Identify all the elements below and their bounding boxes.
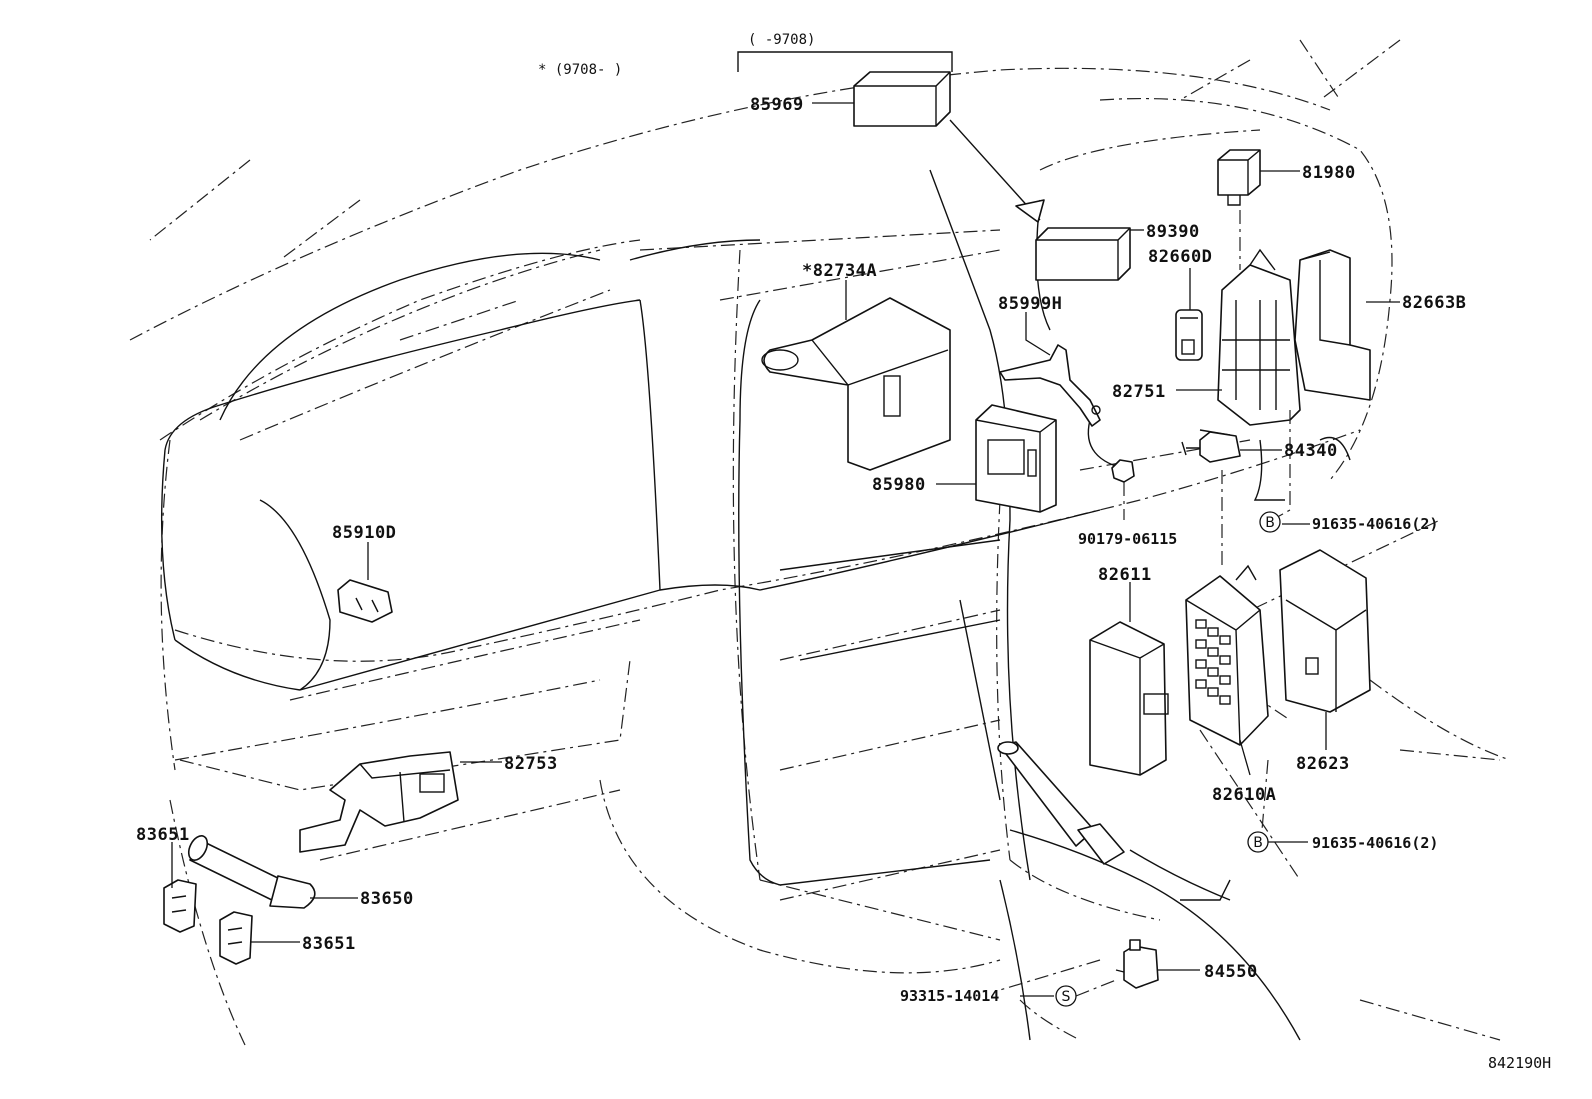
part-82663B-cover bbox=[1294, 249, 1371, 401]
label-85999H: 85999H bbox=[998, 294, 1062, 314]
part-90179-nut bbox=[1111, 459, 1135, 520]
part-83651-clip-lower bbox=[219, 911, 253, 965]
part-84340-switch bbox=[1181, 431, 1241, 463]
bolt-mark-lower-text: B bbox=[1253, 835, 1263, 851]
label-85910D: 85910D bbox=[332, 523, 396, 543]
part-84550-switch bbox=[1115, 939, 1159, 989]
label-84550: 84550 bbox=[1204, 962, 1258, 982]
label-82610A: 82610A bbox=[1212, 785, 1276, 805]
label-82611: 82611 bbox=[1098, 565, 1152, 585]
part-82734A-ecu bbox=[761, 297, 951, 471]
part-83650-tube bbox=[187, 835, 316, 909]
label-81980: 81980 bbox=[1302, 163, 1356, 183]
part-85999H-bracket bbox=[999, 344, 1101, 427]
screw-mark-text: S bbox=[1062, 989, 1071, 1005]
shift-lever bbox=[997, 741, 1125, 865]
label-91635-lower: 91635-40616(2) bbox=[1312, 834, 1438, 852]
part-82623-cover bbox=[1279, 549, 1371, 713]
part-89390-relay bbox=[1035, 227, 1131, 281]
part-labels: 85969 81980 89390 82660D *82734A 85999H … bbox=[136, 95, 1466, 1005]
part-81980-relay bbox=[1217, 149, 1261, 270]
label-83650: 83650 bbox=[360, 889, 414, 909]
label-82660D: 82660D bbox=[1148, 247, 1212, 267]
label-82751: 82751 bbox=[1112, 382, 1166, 402]
label-85980: 85980 bbox=[872, 475, 926, 495]
part-85980-module bbox=[975, 404, 1057, 513]
screw-mark: S bbox=[1055, 985, 1077, 1007]
label-90179: 90179-06115 bbox=[1078, 530, 1177, 548]
label-83651-upper: 83651 bbox=[136, 825, 190, 845]
part-82753-holder bbox=[299, 751, 459, 853]
label-89390: 89390 bbox=[1146, 222, 1200, 242]
header-bracket: ( -9708) bbox=[737, 32, 953, 72]
bolt-mark-upper-text: B bbox=[1265, 515, 1275, 531]
part-83651-clip-upper bbox=[163, 879, 197, 933]
leader-lines bbox=[171, 102, 1400, 997]
part-82751-bracket bbox=[1217, 248, 1301, 426]
header-range: ( -9708) bbox=[748, 32, 815, 48]
label-84340: 84340 bbox=[1284, 441, 1338, 461]
label-93315: 93315-14014 bbox=[900, 987, 999, 1005]
label-83651-lower: 83651 bbox=[302, 934, 356, 954]
bolt-mark-upper: B bbox=[1259, 511, 1281, 533]
label-82663B: 82663B bbox=[1402, 293, 1466, 313]
part-85969-relay bbox=[853, 71, 1045, 223]
dashboard-outline bbox=[129, 39, 1511, 1046]
part-82610A-junction-block bbox=[1185, 470, 1269, 746]
bolt-mark-lower: B bbox=[1247, 831, 1269, 853]
panel-contours bbox=[160, 169, 1351, 1041]
part-82660D-connector bbox=[1175, 309, 1203, 361]
label-82734A: *82734A bbox=[802, 261, 877, 281]
part-82611-cover bbox=[1089, 621, 1169, 776]
part-85910D-relay bbox=[337, 579, 393, 623]
label-91635-upper: 91635-40616(2) bbox=[1312, 515, 1438, 533]
label-85969: 85969 bbox=[750, 95, 804, 115]
label-82753: 82753 bbox=[504, 754, 558, 774]
fuse-grid bbox=[1195, 619, 1231, 705]
drawing-number: 842190H bbox=[1488, 1054, 1551, 1072]
header-note: * (9708- ) bbox=[538, 62, 622, 78]
label-82623: 82623 bbox=[1296, 754, 1350, 774]
